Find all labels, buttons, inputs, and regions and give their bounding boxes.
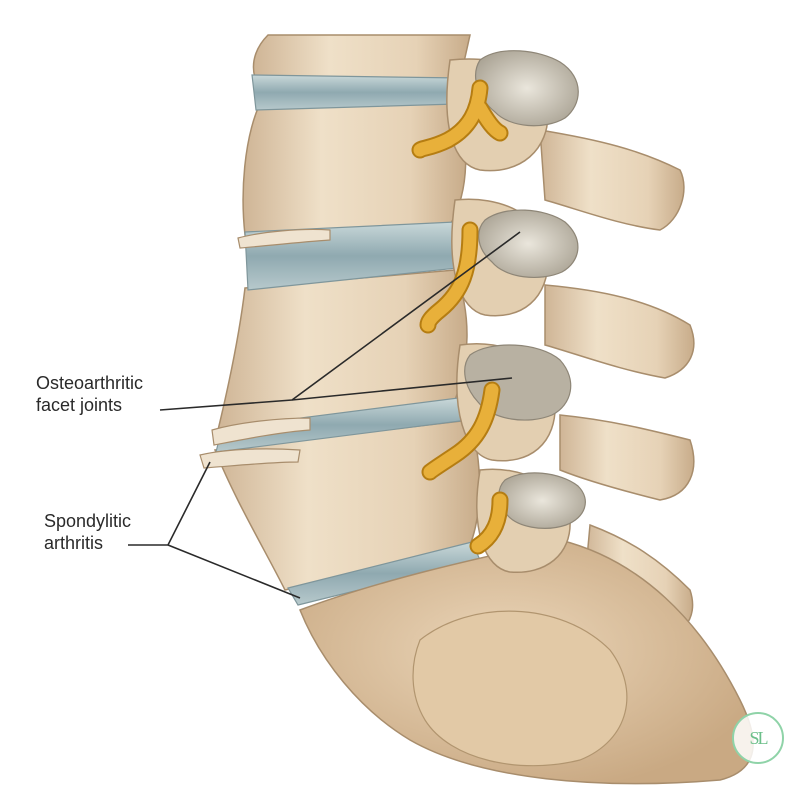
spondylitic-label-line2: arthritis	[44, 533, 104, 553]
leader-lines	[128, 231, 521, 599]
iliac-surface	[412, 610, 628, 767]
facet-growth-2	[478, 209, 579, 279]
facet-growth-4	[498, 472, 586, 529]
vertebra-l2	[242, 101, 467, 236]
vertebral-bodies	[213, 34, 481, 591]
osteoarthritic-facet-joints-label: Osteoarthritic facet joints	[36, 372, 143, 416]
spinous-processes	[539, 129, 695, 641]
spondylitic-label-line1: Spondylitic	[44, 511, 132, 531]
leader-osteo-lower	[291, 377, 513, 401]
nerve-roots	[411, 79, 509, 555]
leader-spondy-lower	[167, 544, 301, 599]
facet-osteophytes	[464, 50, 586, 529]
osteoarthritic-label-line1: Osteoarthritic	[36, 373, 144, 393]
spondylitic-arthritis-label: Spondylitic arthritis	[44, 510, 131, 554]
vertebra-l1	[252, 34, 471, 81]
osteoarthritic-label-line2: facet joints	[36, 395, 123, 415]
watermark-text: SL	[749, 727, 768, 748]
disc-l1-l2	[251, 74, 463, 111]
watermark-logo: SL	[732, 712, 784, 764]
osteophyte-ridges	[199, 228, 331, 469]
leader-spondy-upper	[128, 461, 211, 546]
